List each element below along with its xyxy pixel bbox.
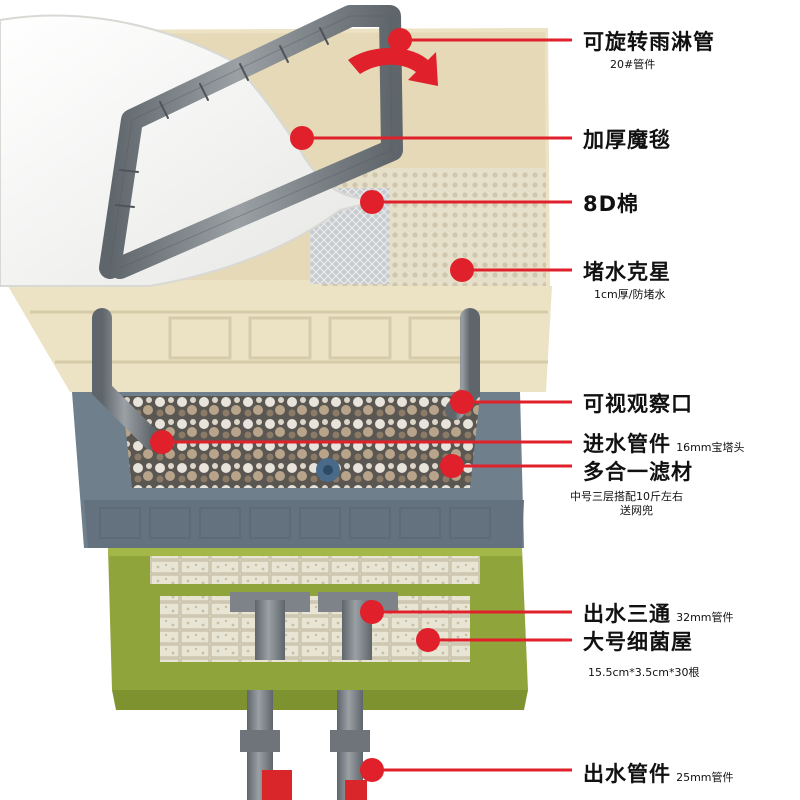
callout-outlet-note: 25mm管件 <box>676 771 734 784</box>
callout-bacteria: 大号细菌屋 <box>583 626 693 656</box>
callout-inlet-note: 16mm宝塔头 <box>676 441 745 454</box>
callout-cotton: 8D棉 <box>583 188 639 218</box>
spray-pipe <box>99 5 403 279</box>
callout-cotton-title: 8D棉 <box>583 192 640 216</box>
callout-inlet-title: 进水管件 <box>583 432 671 456</box>
callout-media-title: 多合一滤材 <box>583 460 693 484</box>
callout-pipe: 可旋转雨淋管 <box>583 26 715 56</box>
callout-tee-title: 出水三通 <box>583 602 671 626</box>
callout-tee: 出水三通 32mm管件 <box>583 598 734 628</box>
callout-mat-title: 加厚魔毯 <box>583 128 671 152</box>
outlet-pipes <box>240 690 370 800</box>
callout-window-title: 可视观察口 <box>583 392 693 416</box>
callout-outlet-title: 出水管件 <box>583 762 671 786</box>
callout-tee-note: 32mm管件 <box>676 611 734 624</box>
callout-media-note2: 送网兜 <box>620 504 653 517</box>
callout-outlet: 出水管件 25mm管件 <box>583 758 734 788</box>
callout-stopper-title: 堵水克星 <box>583 260 671 284</box>
callout-pipe-title: 可旋转雨淋管 <box>583 30 715 54</box>
fleece-mat <box>0 14 381 287</box>
callout-mat: 加厚魔毯 <box>583 124 671 154</box>
callout-stopper: 堵水克星 <box>583 256 671 286</box>
callout-markers <box>150 28 572 782</box>
rotation-arrow-icon <box>348 48 438 86</box>
callout-bacteria-note: 15.5cm*3.5cm*30根 <box>588 666 700 679</box>
callout-inlet: 进水管件 16mm宝塔头 <box>583 428 745 458</box>
callout-pipe-note: 20#管件 <box>610 58 656 71</box>
callout-stopper-note: 1cm厚/防堵水 <box>594 288 666 301</box>
callout-bacteria-title: 大号细菌屋 <box>583 630 693 654</box>
callout-media: 多合一滤材 <box>583 456 693 486</box>
callout-window: 可视观察口 <box>583 388 693 418</box>
outlet-tees <box>230 592 398 660</box>
bottom-box <box>108 548 528 710</box>
callout-media-note: 中号三层搭配10斤左右 <box>570 490 683 503</box>
